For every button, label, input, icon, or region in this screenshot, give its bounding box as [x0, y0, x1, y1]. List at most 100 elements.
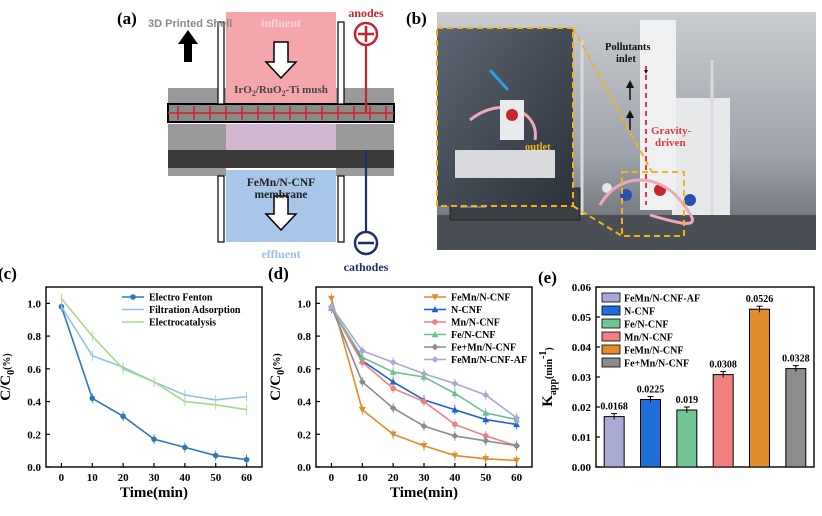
- data-point: [389, 368, 397, 375]
- bar-value-label: 0.0168: [600, 402, 628, 413]
- data-point: [358, 353, 366, 361]
- y-tick-label: 0.0: [297, 462, 311, 474]
- driven-label: driven: [655, 137, 686, 149]
- panel-label: (e): [538, 268, 557, 287]
- y-axis-label-part: 0: [276, 370, 287, 375]
- x-tick-label: 20: [118, 472, 130, 484]
- data-point: [89, 395, 96, 402]
- reaction-zone: [226, 124, 336, 152]
- right-clamp-bottom: [337, 175, 345, 243]
- y-axis-label-part: -1: [538, 351, 549, 359]
- panel-b-photo: (b): [406, 9, 816, 250]
- y-tick-label: 0.2: [297, 429, 311, 441]
- cathodes-label: cathodes: [344, 260, 389, 274]
- x-tick-label: 0: [329, 472, 335, 484]
- left-clamp-top: [217, 21, 225, 105]
- data-point: [513, 457, 520, 464]
- legend-marker: [431, 306, 439, 313]
- legend-label: Filtration Adsorption: [149, 305, 241, 316]
- mesh-label: IrO2/RuO2-Ti mush: [234, 84, 328, 98]
- legend-swatch: [601, 305, 621, 316]
- bar: [785, 368, 807, 468]
- anodes-label: anodes: [348, 6, 384, 20]
- membrane-label-2: membrane: [254, 189, 307, 201]
- data-point: [513, 442, 520, 450]
- data-point: [451, 389, 459, 397]
- influent-label: influent: [261, 16, 301, 30]
- data-point: [420, 370, 428, 378]
- data-point: [358, 347, 366, 355]
- data-point: [358, 378, 366, 386]
- bar: [640, 399, 661, 468]
- zoom-region: [621, 171, 685, 237]
- bar: [676, 409, 698, 468]
- y-axis-label-part: ): [544, 347, 555, 350]
- legend-swatch: [601, 357, 621, 368]
- membrane-layer: [168, 150, 394, 168]
- y-tick-label: 0.00: [572, 462, 592, 474]
- y-axis-label-part: 0: [6, 370, 17, 375]
- bar-value-label: 0.0328: [782, 354, 810, 365]
- membrane-label-1: FeMn/N-CNF: [247, 177, 315, 189]
- shell-block: [168, 168, 226, 176]
- data-point: [389, 404, 397, 412]
- y-tick-label: 0.03: [572, 372, 592, 384]
- legend-label: Fe+Mn/N-CNF: [624, 359, 689, 370]
- legend-label: Fe/N-CNF: [451, 330, 495, 341]
- panel-a-label: (a): [117, 9, 137, 28]
- legend-swatch: [601, 331, 621, 342]
- x-tick-label: 10: [87, 472, 99, 484]
- x-tick-label: 30: [149, 472, 161, 484]
- effluent-label: effluent: [261, 247, 300, 261]
- y-tick-label: 0.2: [27, 429, 41, 441]
- y-tick-label: 0.8: [27, 331, 41, 343]
- x-tick-label: 50: [480, 472, 492, 484]
- y-tick-label: 0.6: [27, 364, 41, 376]
- y-axis-label-part: (%): [2, 353, 13, 370]
- x-tick-label: 20: [388, 472, 400, 484]
- legend-label: FeMn/N-CNF-AF: [451, 355, 527, 366]
- x-tick-label: 40: [449, 472, 461, 484]
- legend-swatch: [601, 344, 621, 355]
- legend-marker: [431, 343, 439, 351]
- data-point: [212, 452, 219, 459]
- data-point: [389, 431, 397, 438]
- data-point: [451, 380, 459, 387]
- y-tick-label: 0.01: [572, 432, 591, 444]
- outlet-label: outlet: [525, 142, 551, 153]
- x-tick-label: 30: [419, 472, 431, 484]
- data-point: [389, 358, 397, 366]
- inset-frame: [436, 27, 574, 207]
- data-point: [420, 443, 428, 450]
- legend-label: FeMn/N-CNF: [451, 293, 510, 304]
- shell-block: [168, 88, 226, 104]
- legend-marker: [431, 331, 439, 338]
- legend-label: Fe/N-CNF: [624, 320, 668, 331]
- y-tick-label: 0.4: [27, 397, 41, 409]
- x-tick-label: 40: [179, 472, 191, 484]
- pollutants-label: Pollutants: [605, 42, 651, 53]
- data-point: [482, 416, 490, 423]
- y-axis-label-part: C/C: [268, 375, 284, 401]
- y-tick-label: 0.8: [297, 331, 311, 343]
- legend-marker: [431, 356, 439, 363]
- data-point: [328, 295, 335, 302]
- legend-label: Mn/N-CNF: [451, 318, 500, 329]
- chart-c: (c)01020304050600.00.20.40.60.81.0Time(m…: [0, 264, 263, 501]
- y-tick-label: 0.05: [572, 312, 592, 324]
- bar-value-label: 0.019: [676, 395, 699, 406]
- y-axis-label-part: C/C: [0, 375, 14, 401]
- x-tick-label: 0: [59, 472, 65, 484]
- bar-value-label: 0.0308: [709, 360, 737, 371]
- x-axis-label: Time(min): [390, 485, 458, 501]
- inlet-label: inlet: [616, 54, 636, 65]
- x-tick-label: 60: [241, 472, 253, 484]
- data-point: [328, 303, 335, 311]
- legend-swatch: [601, 292, 621, 303]
- data-point: [451, 432, 459, 440]
- y-tick-label: 0.0: [27, 462, 41, 474]
- bar: [712, 374, 734, 468]
- legend-swatch: [601, 318, 621, 329]
- legend-label: FeMn/N-CNF-AF: [624, 294, 700, 305]
